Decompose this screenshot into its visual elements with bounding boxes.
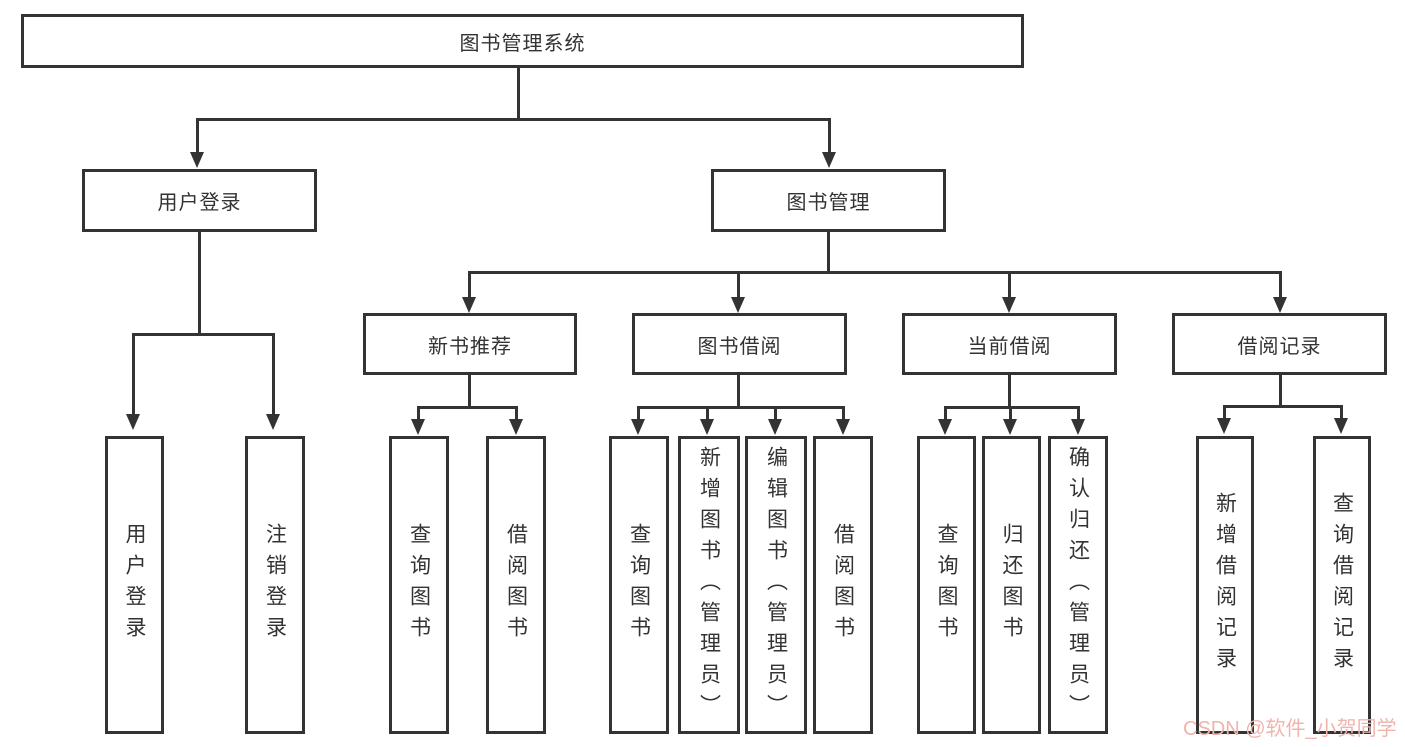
leaf-borrow-book: 借阅图书 (813, 436, 873, 734)
node-label: 图书管理 (786, 192, 871, 214)
connector-line (1279, 375, 1282, 408)
leaf-label: 用户登录 (123, 523, 146, 647)
leaf-query-book-borrowing: 查询图书 (609, 436, 669, 734)
arrow-down-icon (1273, 297, 1287, 313)
connector-line (468, 271, 1282, 274)
connector-line (944, 406, 1080, 409)
leaf-user-login: 用户登录 (105, 436, 164, 734)
connector-line (196, 118, 831, 121)
arrow-down-icon (509, 419, 523, 435)
node-label: 图书借阅 (697, 335, 782, 358)
node-book-borrowing: 图书借阅 (632, 313, 847, 375)
leaf-label: 借阅图书 (831, 523, 855, 647)
leaf-label: 归还图书 (1000, 523, 1023, 647)
leaf-label: 查询图书 (627, 523, 651, 647)
leaf-borrow-book-recommend: 借阅图书 (486, 436, 546, 734)
arrow-down-icon (822, 152, 836, 168)
connector-line (1077, 406, 1080, 420)
connector-line (1279, 271, 1282, 298)
leaf-label: 确认归还（管理员） (1066, 445, 1090, 725)
node-label: 图书管理系统 (459, 32, 586, 55)
connector-line (272, 333, 275, 415)
arrow-down-icon (1217, 418, 1231, 434)
leaf-label: 借阅图书 (504, 523, 528, 647)
connector-line (132, 333, 275, 336)
leaf-query-borrow-record: 查询借阅记录 (1313, 436, 1371, 734)
node-user-login: 用户登录 (82, 169, 317, 232)
connector-line (737, 271, 740, 298)
leaf-label: 编辑图书（管理员） (764, 445, 788, 725)
leaf-label: 查询图书 (407, 523, 431, 647)
arrow-down-icon (836, 419, 850, 435)
arrow-down-icon (190, 152, 204, 168)
leaf-label: 查询借阅记录 (1330, 492, 1354, 678)
node-label: 用户登录 (157, 192, 242, 214)
leaf-label: 注销登录 (263, 523, 287, 647)
arrow-down-icon (631, 419, 645, 435)
leaf-query-book-current: 查询图书 (917, 436, 976, 734)
arrow-down-icon (1002, 297, 1016, 313)
connector-line (637, 406, 640, 420)
csdn-watermark: CSDN @软件_小贺同学 (1183, 718, 1397, 740)
arrow-down-icon (411, 419, 425, 435)
arrow-down-icon (126, 414, 140, 430)
connector-line (1223, 405, 1226, 419)
arrow-down-icon (731, 297, 745, 313)
node-new-book-recommend: 新书推荐 (363, 313, 577, 375)
connector-line (132, 333, 135, 415)
connector-line (1009, 406, 1012, 420)
connector-line (828, 118, 831, 153)
connector-line (196, 118, 199, 153)
connector-line (417, 406, 518, 409)
arrow-down-icon (1071, 419, 1085, 435)
connector-line (1223, 405, 1343, 408)
node-library-system: 图书管理系统 (21, 14, 1024, 68)
node-current-borrowing: 当前借阅 (902, 313, 1117, 375)
node-borrowing-records: 借阅记录 (1172, 313, 1387, 375)
leaf-label: 查询图书 (935, 523, 958, 647)
connector-line (1008, 375, 1011, 409)
connector-line (417, 406, 420, 420)
node-book-management: 图书管理 (711, 169, 946, 232)
leaf-label: 新增借阅记录 (1213, 492, 1237, 678)
arrow-down-icon (462, 297, 476, 313)
connector-line (1340, 405, 1343, 419)
leaf-add-borrow-record: 新增借阅记录 (1196, 436, 1254, 734)
arrow-down-icon (1003, 419, 1017, 435)
connector-line (517, 68, 520, 119)
connector-line (944, 406, 947, 420)
node-label: 新书推荐 (428, 335, 512, 358)
connector-line (827, 232, 830, 274)
connector-line (468, 375, 471, 409)
node-label: 借阅记录 (1237, 335, 1322, 358)
leaf-return-book: 归还图书 (982, 436, 1041, 734)
leaf-label: 新增图书（管理员） (697, 445, 721, 725)
connector-line (515, 406, 518, 420)
connector-line (468, 271, 471, 298)
leaf-confirm-return-admin: 确认归还（管理员） (1048, 436, 1108, 734)
leaf-logout: 注销登录 (245, 436, 305, 734)
arrow-down-icon (700, 419, 714, 435)
connector-line (842, 406, 845, 420)
connector-line (706, 406, 709, 420)
arrow-down-icon (1334, 418, 1348, 434)
connector-line (637, 406, 845, 409)
leaf-add-book-admin: 新增图书（管理员） (678, 436, 740, 734)
leaf-query-book-recommend: 查询图书 (389, 436, 449, 734)
connector-line (198, 232, 201, 335)
connector-line (774, 406, 777, 420)
connector-line (1008, 271, 1011, 298)
node-label: 当前借阅 (967, 335, 1052, 358)
arrow-down-icon (938, 419, 952, 435)
leaf-edit-book-admin: 编辑图书（管理员） (745, 436, 807, 734)
arrow-down-icon (768, 419, 782, 435)
connector-line (737, 375, 740, 409)
arrow-down-icon (266, 414, 280, 430)
